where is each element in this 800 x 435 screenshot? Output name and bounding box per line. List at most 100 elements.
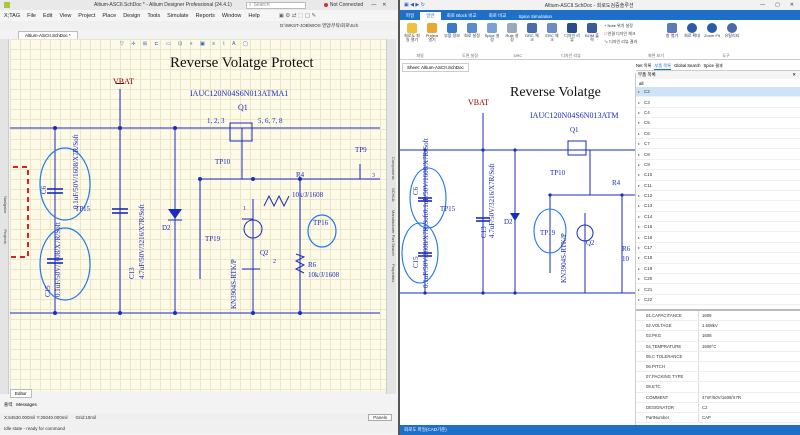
- ribbon-open-sch-button[interactable]: 회로도 파일 열기: [404, 23, 420, 43]
- property-row[interactable]: 08.ETC: [636, 382, 800, 393]
- schematic-canvas[interactable]: ▽ ✛ ⊞ ⊏ ▭ ⊡ ⋄ ▣ ≡ ⌇ A ◯: [10, 39, 386, 391]
- panel-tab-parts-list[interactable]: 부품 목록: [654, 63, 671, 70]
- menu-edit[interactable]: Edit: [42, 12, 53, 19]
- tree-item[interactable]: ▸C7: [636, 139, 800, 150]
- tree-item[interactable]: ▸C5: [636, 118, 800, 129]
- verify-maximize-button[interactable]: ▢: [775, 2, 780, 8]
- tree-item[interactable]: ▸C8: [636, 149, 800, 160]
- ribbon-rule-setting-button[interactable]: Rule 설정: [504, 23, 520, 43]
- ribbon-open-project-button[interactable]: Project 열기: [424, 23, 440, 43]
- ribbon-erc-button[interactable]: ERC 체크: [544, 23, 560, 43]
- ribbon-tab-general[interactable]: 일반: [420, 12, 441, 20]
- panel-tab-schlib[interactable]: SCHLib: [391, 187, 396, 202]
- panel-close-icon[interactable]: ✕: [792, 72, 796, 77]
- tree-item[interactable]: ▸C2: [636, 87, 800, 98]
- panel-tab-spice-result[interactable]: Spice 결과: [703, 63, 723, 68]
- nav-tab-navigator[interactable]: Navigator: [3, 195, 8, 213]
- menu-window[interactable]: Window: [221, 12, 242, 19]
- property-value[interactable]: 1608: [698, 311, 800, 321]
- property-value[interactable]: 1.608kV: [698, 321, 800, 331]
- panel-tab-components[interactable]: Components: [391, 156, 396, 180]
- menu-xtag[interactable]: X;TAG: [4, 12, 21, 19]
- tree-item[interactable]: ▸C15: [636, 222, 800, 233]
- tree-item[interactable]: ▸C12: [636, 191, 800, 202]
- preview-doc-tab[interactable]: Sheet: Altium-ASCII.SchDoc: [402, 63, 469, 72]
- ribbon-open-window-button[interactable]: 창 열기: [664, 23, 680, 38]
- tree-item[interactable]: ▸C6: [636, 129, 800, 139]
- doc-tab-schdoc[interactable]: Altium-ASCII.SchDoc *: [18, 31, 78, 39]
- property-row[interactable]: 05.C TOLERANCE: [636, 351, 800, 362]
- ribbon-tab-block-compare[interactable]: 회로 Block 비교: [446, 13, 477, 18]
- verify-close-button[interactable]: ✕: [789, 2, 794, 8]
- tree-item[interactable]: ▸C18: [636, 253, 800, 264]
- search-box[interactable]: ⌕ Search: [245, 1, 306, 9]
- tree-item[interactable]: ▸C22: [636, 295, 800, 306]
- menu-design[interactable]: Design: [123, 12, 141, 19]
- property-value[interactable]: 1608°C: [698, 341, 800, 351]
- tab-messages[interactable]: Messages: [16, 402, 37, 407]
- ribbon-design-review-button[interactable]: 디자인 리뷰: [564, 23, 580, 43]
- tab-output[interactable]: 출력: [4, 402, 13, 407]
- ribbon-tab-circuit-compare[interactable]: 회로 비교: [488, 13, 507, 18]
- tree-root[interactable]: all: [636, 79, 800, 87]
- tree-item[interactable]: ▸C17: [636, 243, 800, 254]
- property-row[interactable]: 06.PITCH: [636, 361, 800, 373]
- property-row[interactable]: 07.PACKING TYPE: [636, 372, 800, 383]
- tree-item[interactable]: ▸C4: [636, 108, 800, 119]
- tree-item[interactable]: ▸C16: [636, 232, 800, 243]
- note-position-link[interactable]: + Note 위치 설정: [604, 23, 633, 28]
- menu-project[interactable]: Project: [78, 12, 96, 19]
- menu-simulate[interactable]: Simulate: [167, 12, 189, 19]
- close-button[interactable]: ✕: [382, 2, 387, 8]
- panel-tab-global-search[interactable]: Global Search: [673, 63, 701, 68]
- ribbon-bom-button[interactable]: BOM 출력: [584, 23, 600, 43]
- connection-check-link[interactable]: □ 연결 디자인 체크: [604, 31, 636, 36]
- panel-tab-properties[interactable]: Properties: [391, 263, 396, 283]
- tree-item[interactable]: ▸C20: [636, 274, 800, 285]
- menu-place[interactable]: Place: [102, 12, 117, 19]
- tree-item[interactable]: ▸C11: [636, 181, 800, 191]
- menu-tools[interactable]: Tools: [147, 12, 161, 19]
- nav-tab-projects[interactable]: Projects: [3, 228, 8, 244]
- tree-item[interactable]: ▸C14: [636, 212, 800, 223]
- property-value[interactable]: CAP: [698, 412, 800, 423]
- ribbon-tab-spice[interactable]: Spice Simulation: [518, 14, 552, 19]
- ribbon-spice-setting-button[interactable]: Spice 설정: [484, 23, 500, 43]
- menu-file[interactable]: File: [27, 12, 36, 19]
- ribbon-zoom-fit-button[interactable]: Zoom Fit: [704, 23, 720, 38]
- property-value[interactable]: C2: [698, 402, 800, 412]
- tree-item[interactable]: ▸C3: [636, 97, 800, 108]
- schematic-preview[interactable]: Reverse Volatge VBAT IAUC120N04S6N013ATM…: [400, 73, 636, 425]
- panel-tab-manufacturer[interactable]: Manufacturer Part Search: [391, 209, 396, 256]
- property-value[interactable]: [698, 351, 800, 361]
- ribbon-utility-button[interactable]: 유틸리티: [724, 23, 740, 38]
- ribbon-part-info-button[interactable]: 부품 정보: [444, 23, 460, 38]
- menu-reports[interactable]: Reports: [195, 12, 215, 19]
- tree-item[interactable]: ▸C10: [636, 170, 800, 181]
- ribbon-circuit-setting-button[interactable]: 회로 설정: [464, 23, 480, 38]
- property-value[interactable]: [698, 372, 800, 382]
- menu-help[interactable]: Help: [248, 12, 260, 19]
- verify-minimize-button[interactable]: —: [760, 2, 766, 8]
- menu-view[interactable]: View: [59, 12, 72, 19]
- panel-tab-net-list[interactable]: Net 목록: [636, 63, 652, 68]
- tree-item[interactable]: ▸C13: [636, 201, 800, 212]
- ribbon-tab-file[interactable]: 파일: [406, 13, 415, 18]
- property-value[interactable]: 1608: [698, 331, 800, 341]
- minimize-button[interactable]: —: [371, 2, 377, 8]
- tab-editor[interactable]: Editor: [10, 389, 32, 398]
- property-value[interactable]: [698, 382, 800, 392]
- ribbon-zoom-in-button[interactable]: 회로 확대: [684, 23, 700, 38]
- tree-item[interactable]: ▸C21: [636, 284, 800, 295]
- review-result-link[interactable]: ↘ 디자인 리뷰 결과: [604, 39, 638, 44]
- panels-button[interactable]: Panels: [368, 414, 392, 421]
- property-value[interactable]: 47nF/50V/1608/X7R: [698, 392, 800, 402]
- tree-item[interactable]: ▸C9: [636, 160, 800, 171]
- property-value[interactable]: [698, 361, 800, 372]
